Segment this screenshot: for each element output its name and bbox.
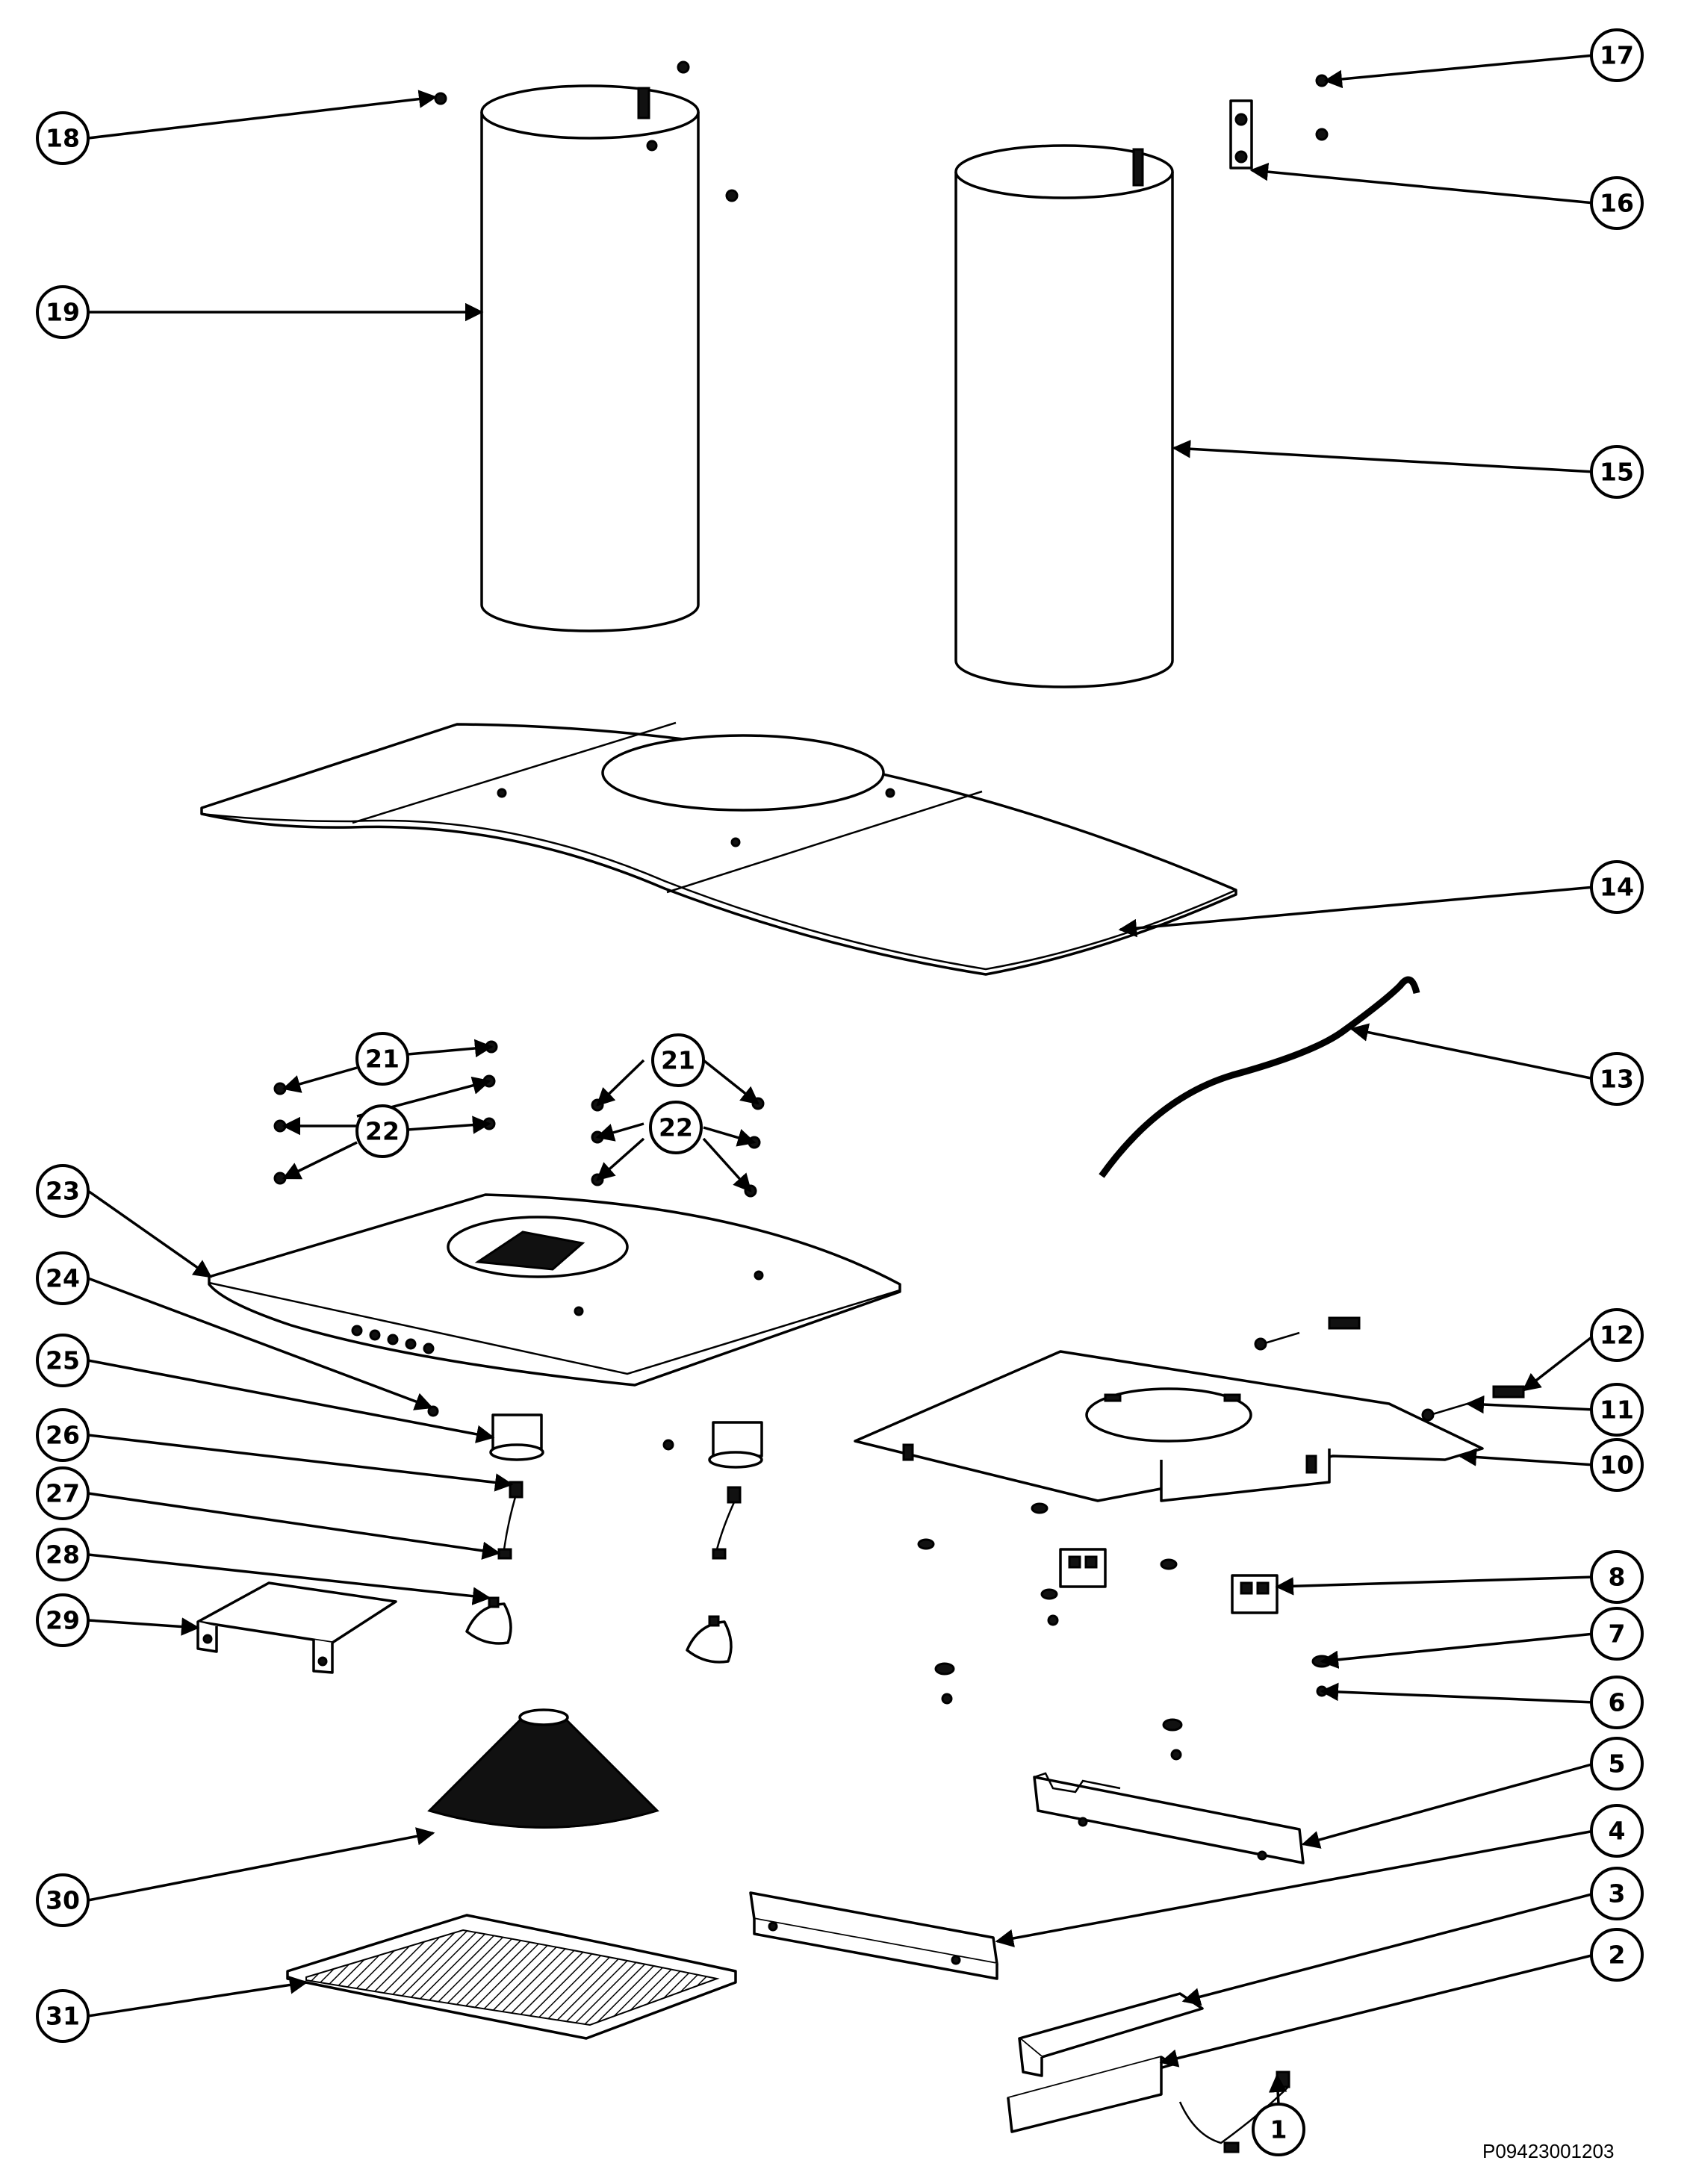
svg-text:21: 21 — [365, 1045, 400, 1074]
hood-body — [208, 1193, 901, 1387]
svg-text:24: 24 — [46, 1264, 80, 1293]
callout-18: 18 — [36, 111, 90, 165]
svg-text:23: 23 — [46, 1177, 80, 1206]
halogen-lamp-right — [686, 1615, 733, 1664]
washers-and-screws — [917, 1502, 1332, 1761]
lamp-holder-right — [708, 1421, 763, 1560]
svg-text:2: 2 — [1609, 1941, 1626, 1970]
svg-text:28: 28 — [46, 1540, 80, 1569]
glass-canopy — [200, 721, 1237, 976]
chimney-left-cylinder — [480, 84, 700, 632]
callout-1: 1 — [1252, 2103, 1305, 2156]
svg-text:17: 17 — [1600, 41, 1634, 70]
callouts: 1 2 3 4 5 6 7 8 10 11 12 13 14 15 16 17 … — [36, 28, 1644, 2156]
callout-27: 27 — [36, 1466, 90, 1520]
callout-28: 28 — [36, 1528, 90, 1581]
callout-16: 16 — [1590, 176, 1644, 230]
lamp-spacer-center — [662, 1439, 674, 1451]
halogen-lamp-left — [465, 1596, 512, 1645]
callout-12: 12 — [1590, 1308, 1644, 1362]
callout-30: 30 — [36, 1873, 90, 1927]
callout-21-right: 21 — [651, 1033, 705, 1087]
svg-text:29: 29 — [46, 1606, 80, 1635]
callout-26: 26 — [36, 1408, 90, 1462]
callout-29: 29 — [36, 1593, 90, 1647]
callout-6: 6 — [1590, 1676, 1644, 1729]
callout-14: 14 — [1590, 860, 1644, 914]
svg-text:18: 18 — [46, 124, 80, 153]
svg-text:27: 27 — [46, 1479, 80, 1508]
svg-text:31: 31 — [46, 2002, 80, 2031]
callout-7: 7 — [1590, 1607, 1644, 1661]
svg-text:15: 15 — [1600, 458, 1634, 487]
svg-text:30: 30 — [46, 1886, 80, 1915]
callout-24: 24 — [36, 1251, 90, 1305]
callout-2: 2 — [1590, 1928, 1644, 1982]
terminal-block-left — [1059, 1548, 1107, 1588]
svg-text:3: 3 — [1609, 1879, 1626, 1908]
svg-text:11: 11 — [1600, 1396, 1634, 1425]
motor-mounting-plate — [854, 1350, 1484, 1502]
callout-5: 5 — [1590, 1737, 1644, 1791]
svg-text:14: 14 — [1600, 873, 1634, 902]
chimney-bracket — [1229, 74, 1329, 169]
mounting-bracket — [196, 1581, 397, 1674]
svg-text:5: 5 — [1609, 1749, 1626, 1779]
svg-text:13: 13 — [1600, 1065, 1634, 1094]
svg-text:16: 16 — [1600, 189, 1634, 218]
rail-rear — [1033, 1772, 1305, 1864]
callout-22-left: 22 — [355, 1104, 409, 1158]
drawing-reference-code: P09423001203 — [1482, 2140, 1614, 2162]
svg-text:25: 25 — [46, 1346, 80, 1375]
svg-text:1: 1 — [1270, 2115, 1287, 2144]
callout-17: 17 — [1590, 28, 1644, 82]
power-cable — [1099, 976, 1420, 1178]
rail-front — [749, 1891, 998, 1980]
callout-11: 11 — [1590, 1383, 1644, 1437]
callout-10: 10 — [1590, 1438, 1644, 1492]
callout-25: 25 — [36, 1334, 90, 1387]
svg-text:4: 4 — [1609, 1817, 1626, 1846]
callout-21-left: 21 — [355, 1032, 409, 1086]
callout-4: 4 — [1590, 1804, 1644, 1858]
callout-22-right: 22 — [649, 1101, 703, 1154]
svg-text:8: 8 — [1609, 1563, 1626, 1592]
wall-anchors — [1254, 1316, 1525, 1422]
callout-13: 13 — [1590, 1052, 1644, 1106]
svg-text:26: 26 — [46, 1421, 80, 1450]
grease-filter — [286, 1914, 737, 2040]
callout-3: 3 — [1590, 1867, 1644, 1920]
svg-text:22: 22 — [365, 1117, 400, 1146]
terminal-block-right — [1231, 1574, 1279, 1614]
carbon-filter — [427, 1708, 659, 1829]
control-box-cover — [1018, 1992, 1204, 2077]
callout-23: 23 — [36, 1164, 90, 1218]
svg-text:19: 19 — [46, 298, 80, 327]
callout-31: 31 — [36, 1989, 90, 2043]
svg-text:12: 12 — [1600, 1321, 1634, 1350]
svg-text:7: 7 — [1609, 1620, 1626, 1649]
chimney-right-cylinder — [954, 144, 1174, 688]
lamp-holder-left — [489, 1413, 544, 1560]
svg-text:22: 22 — [659, 1113, 693, 1142]
callout-8: 8 — [1590, 1550, 1644, 1604]
svg-text:6: 6 — [1609, 1688, 1626, 1717]
callout-15: 15 — [1590, 445, 1644, 499]
chimney-screws-left — [434, 60, 739, 202]
callout-19: 19 — [36, 285, 90, 339]
svg-text:10: 10 — [1600, 1451, 1634, 1480]
leader-lines — [87, 54, 1596, 2105]
svg-text:21: 21 — [661, 1046, 695, 1075]
